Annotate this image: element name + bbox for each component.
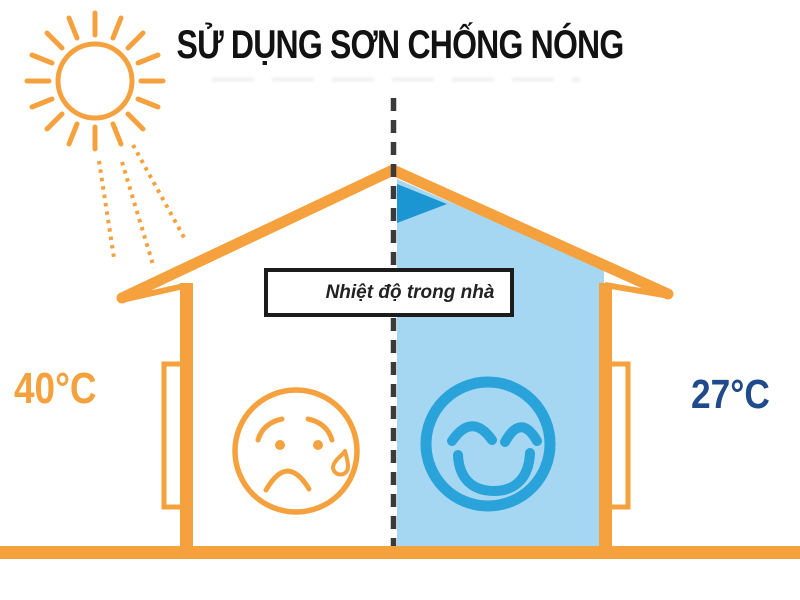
happy-mouth: [453, 448, 535, 497]
sun-icon: [24, 10, 166, 152]
sad-mouth: [263, 468, 312, 493]
inside-temp-label: 27°C: [691, 371, 770, 417]
happy-left-eye: [447, 421, 497, 446]
outside-temp-label: 40°C: [14, 364, 97, 413]
roof-left: [116, 164, 399, 304]
sun-rays: [24, 10, 166, 152]
house-icon: [0, 164, 800, 559]
sad-right-eye: [313, 440, 323, 450]
teardrop-icon: [331, 449, 350, 477]
sun-core: [55, 41, 135, 121]
arrow-right-icon: [397, 184, 447, 223]
sad-right-eyebrow: [305, 416, 335, 443]
sad-face-icon: [232, 387, 360, 515]
happy-face-icon: [420, 376, 556, 512]
page-title: SỬ DỤNG SƠN CHỐNG NÓNG: [176, 22, 625, 67]
indoor-temp-label: Nhiệt độ trong nhà: [325, 281, 495, 303]
left-wall: [180, 283, 193, 559]
roof-right: [387, 164, 674, 300]
sunbeam-rays-icon: [97, 144, 188, 269]
indoor-temp-label-box: Nhiệt độ trong nhà: [264, 268, 514, 317]
happy-right-eye: [500, 422, 542, 447]
ground-line: [0, 546, 800, 559]
sad-face-outline: [232, 387, 360, 515]
right-wall: [599, 283, 612, 559]
happy-face-outline: [420, 376, 556, 512]
title-ghost-artifact: [212, 77, 580, 82]
sad-left-eyebrow: [255, 416, 285, 443]
sad-left-eye: [275, 440, 285, 450]
